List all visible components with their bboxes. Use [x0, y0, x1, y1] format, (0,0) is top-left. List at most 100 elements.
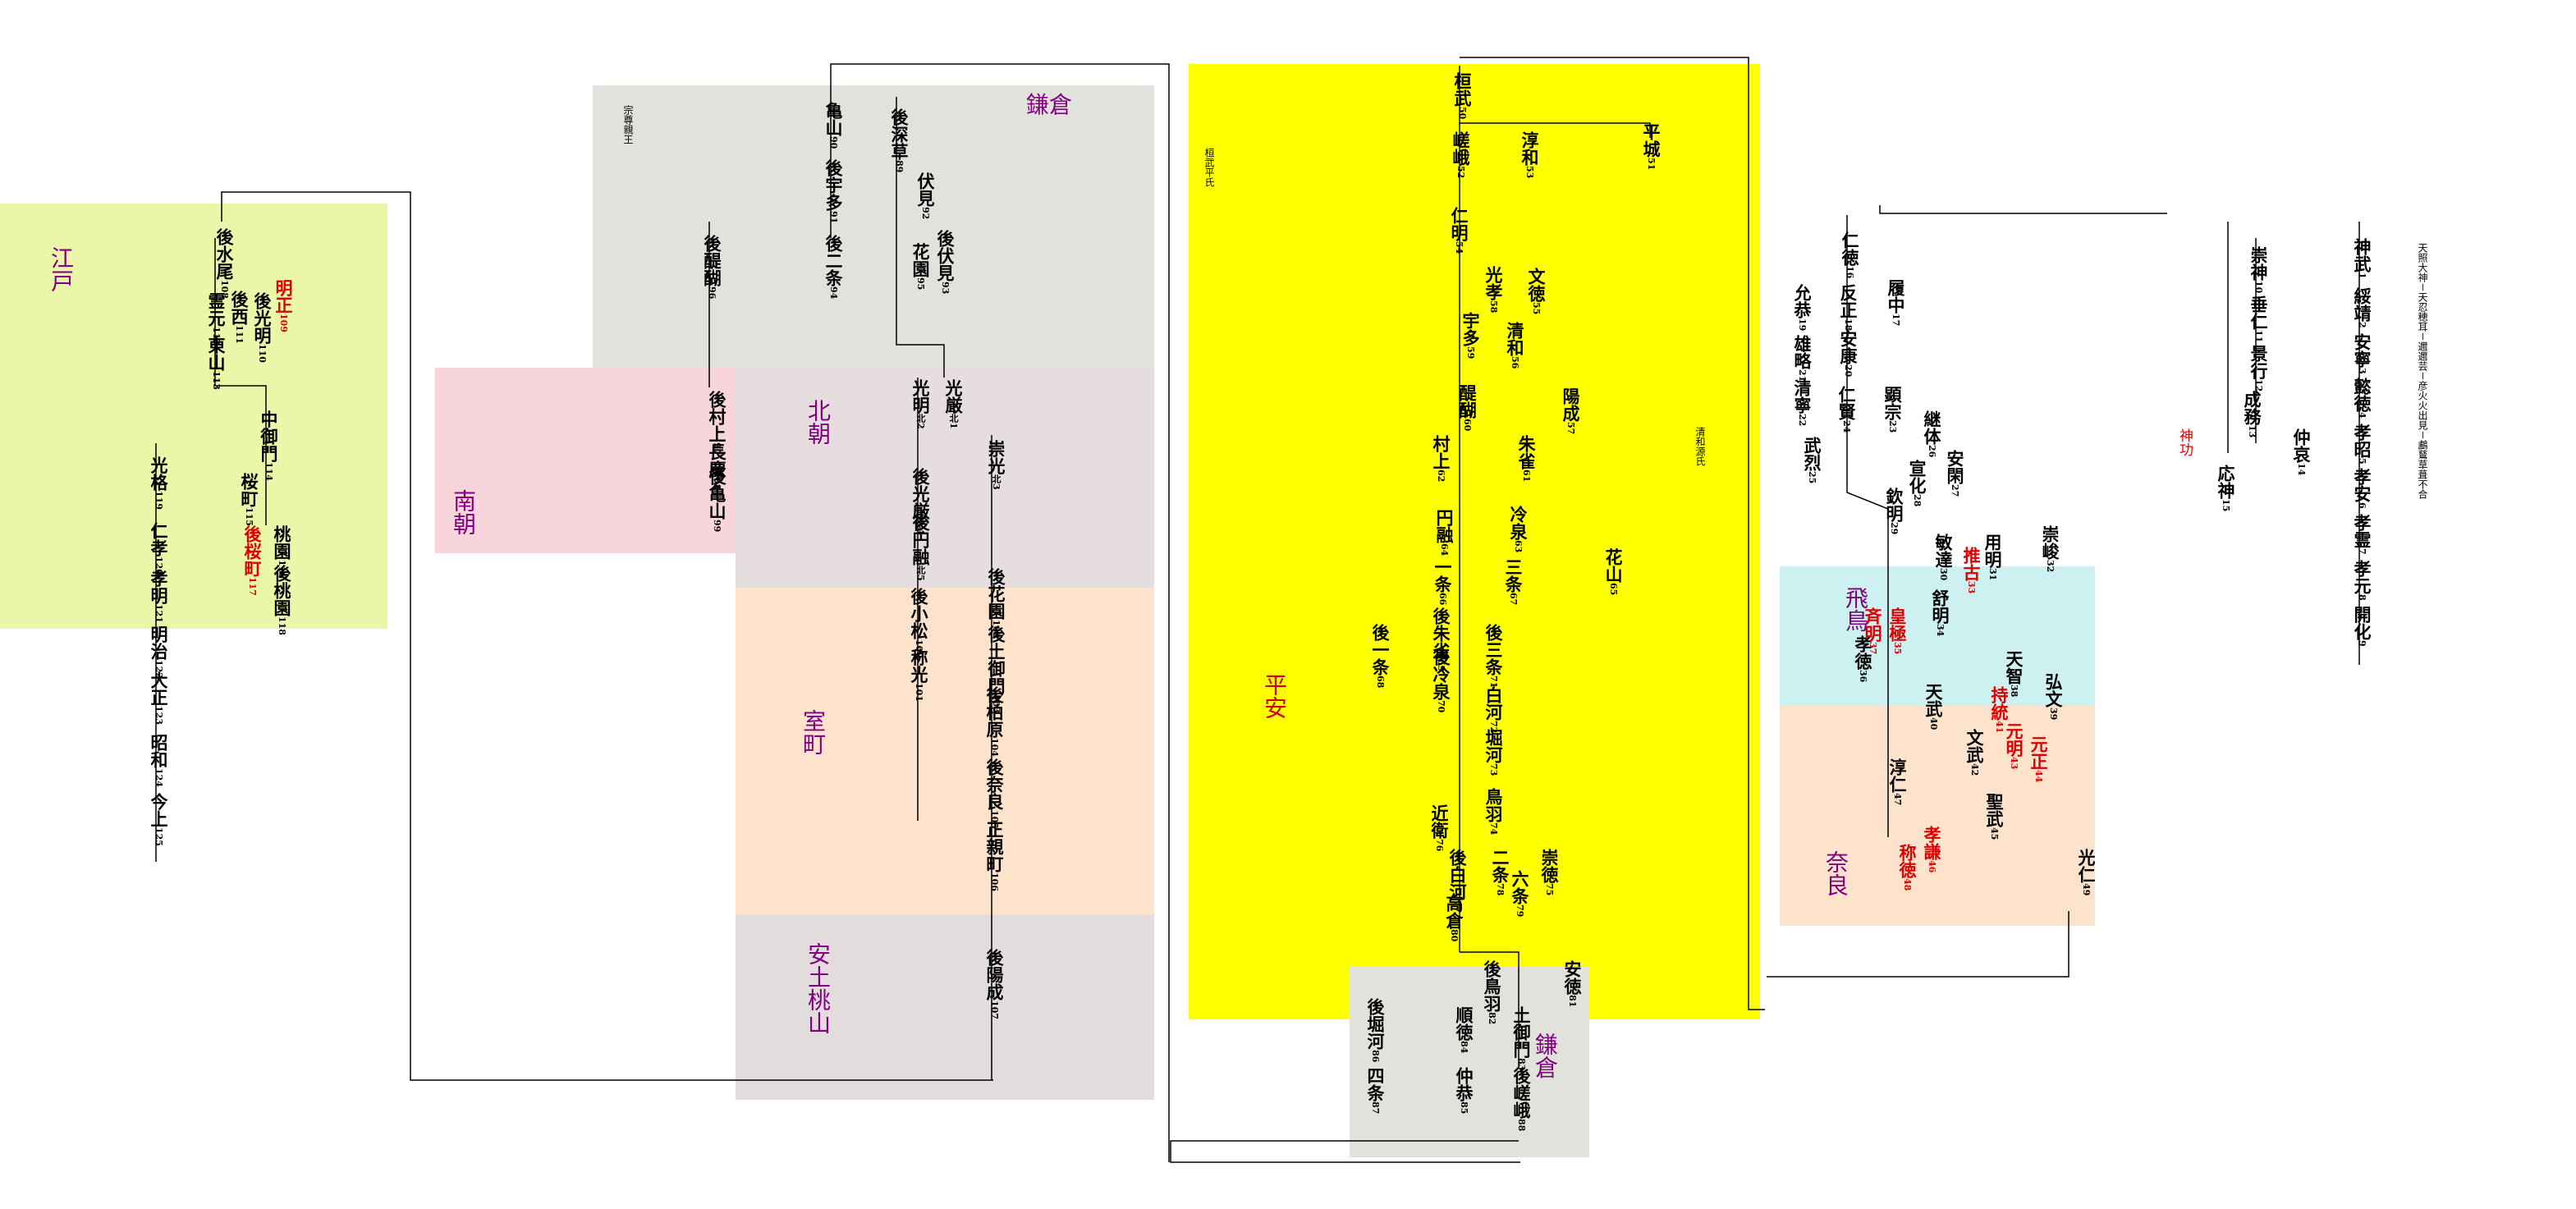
emperor-name: 一条 — [1432, 558, 1453, 593]
emperor-name: 称光 — [909, 648, 929, 683]
emperor-number: 70 — [1436, 700, 1446, 713]
emperor-number: 56 — [1510, 356, 1520, 369]
emperor-e61: 朱雀61 — [1516, 435, 1537, 482]
emperor-number: 23 — [1887, 420, 1898, 433]
emperor-name: 武烈 — [1802, 437, 1822, 471]
emperor-name: 孝昭 — [2352, 424, 2372, 458]
emperor-number: 90 — [828, 136, 839, 149]
emperor-name: 明正 — [273, 279, 294, 314]
emperor-number: 60 — [1462, 419, 1473, 432]
emperor-name: 順徳 — [1454, 1006, 1474, 1041]
emperor-number: 68 — [1375, 675, 1386, 689]
emperor-n3: 崇光北3 — [986, 440, 1006, 490]
emperor-e76: 近衛76 — [1429, 804, 1450, 851]
emperor-name: 伏見 — [915, 172, 936, 207]
emperor-name: 安徳 — [1562, 960, 1583, 995]
emperor-e108: 後水尾108 — [214, 228, 235, 299]
emperor-e62: 村上62 — [1431, 435, 1451, 482]
emperor-number: 122 — [154, 660, 164, 679]
era-label-azuchi: 安土桃山 — [804, 942, 832, 1034]
emperor-name: 孝徳 — [1853, 635, 1873, 670]
region-nanchou — [435, 368, 740, 553]
emperor-number: 47 — [1892, 793, 1903, 806]
emperor-e58: 光孝58 — [1483, 266, 1504, 313]
emperor-number: 98 — [712, 478, 722, 491]
emperor-name: 後一条 — [1370, 624, 1391, 675]
emperor-n1: 光厳北1 — [943, 379, 964, 429]
emperor-name: 光明 — [910, 379, 931, 414]
emperor-e74: 鳥羽74 — [1483, 788, 1504, 835]
emperor-number: 20 — [1843, 364, 1854, 378]
emperor-name: 近衛 — [1429, 804, 1450, 839]
emperor-name: 崇峻 — [2040, 525, 2060, 560]
emperor-number: 78 — [1495, 883, 1506, 896]
emperor-name: 弘文 — [2043, 673, 2064, 708]
jingu-node: 神功 — [2176, 428, 2193, 456]
emperor-e69: 後朱雀69 — [1431, 607, 1451, 671]
emperor-e123: 大正123 — [149, 671, 169, 725]
emperor-name: 仁明 — [1449, 207, 1469, 241]
emperor-number: 111 — [234, 325, 245, 344]
emperor-number: 55 — [1531, 302, 1542, 315]
emperor-name: 履中 — [1886, 279, 1906, 314]
emperor-number: 117 — [247, 577, 258, 596]
emperor-name: 後小松 — [909, 588, 929, 639]
emperor-name: 後桜町 — [242, 525, 263, 577]
emperor-e65: 花山65 — [1603, 548, 1624, 596]
emperor-e42: 文武42 — [1964, 729, 1985, 776]
emperor-number: 19 — [1797, 318, 1808, 332]
emperor-name: 景行 — [2248, 345, 2269, 379]
era-label-edo: 江戸 — [48, 246, 75, 292]
emperor-number: 63 — [1513, 540, 1524, 553]
emperor-e19: 允恭19 — [1792, 284, 1813, 332]
emperor-name: 仁孝 — [149, 522, 169, 556]
emperor-name: 文武 — [1964, 729, 1985, 763]
emperor-name: 高倉 — [1444, 895, 1464, 929]
emperor-e59: 宇多59 — [1460, 312, 1481, 359]
emperor-number: 91 — [828, 211, 839, 224]
emperor-number: 93 — [940, 282, 951, 295]
emperor-number: 48 — [1902, 878, 1913, 891]
emperor-number: 52 — [1455, 166, 1466, 179]
emperor-e122: 明治122 — [149, 625, 169, 679]
emperor-name: 敏達 — [1933, 534, 1954, 568]
emperor-e3: 安寧3 — [2352, 333, 2372, 374]
emperor-name: 垂仁 — [2248, 295, 2269, 330]
emperor-number: 95 — [915, 277, 926, 291]
emperor-name: 長慶 — [707, 443, 727, 478]
emperor-e9: 開化9 — [2352, 606, 2372, 647]
emperor-number: 43 — [2009, 757, 2019, 770]
emperor-e91: 後宇多91 — [823, 159, 844, 224]
emperor-number: 3 — [2357, 368, 2367, 374]
emperor-e13: 成務13 — [2242, 391, 2262, 437]
emperor-e77: 後白河77 — [1447, 849, 1468, 913]
emperor-number: 96 — [707, 286, 717, 300]
line-gosaga — [1170, 1140, 1520, 1163]
emperor-number: 6 — [2357, 502, 2367, 509]
emperor-number: 8 — [2357, 594, 2367, 601]
emperor-e98: 長慶98 — [707, 443, 727, 491]
emperor-name: 光孝 — [1483, 266, 1504, 300]
emperor-number: 65 — [1608, 583, 1619, 596]
line-kanmu-right — [1460, 57, 1765, 1010]
emperor-e107: 後陽成107 — [984, 949, 1005, 1019]
era-label-kitachou: 北朝 — [804, 399, 832, 445]
emperor-name: 明治 — [149, 625, 169, 660]
emperor-name: 仲恭 — [1454, 1067, 1474, 1101]
emperor-name: 大正 — [149, 671, 169, 706]
emperor-name: 三条 — [1503, 558, 1524, 593]
emperor-e20: 安康20 — [1838, 330, 1859, 378]
line-gofukakusa — [896, 97, 945, 378]
emperor-name: 鳥羽 — [1483, 788, 1504, 822]
emperor-number: 18 — [1843, 318, 1854, 332]
emperor-e49: 光仁49 — [2076, 849, 2097, 895]
emperor-number: 24 — [1841, 420, 1852, 433]
emperor-e103: 後土御門103 — [986, 625, 1006, 713]
emperor-name: 後桃園 — [272, 565, 292, 616]
emperor-name: 安康 — [1838, 330, 1859, 364]
emperor-e96: 後醍醐96 — [702, 235, 722, 300]
emperor-e110: 後光明110 — [252, 292, 273, 363]
emperor-e105: 後奈良105 — [984, 758, 1005, 829]
emperor-e78: 二条78 — [1490, 849, 1510, 896]
